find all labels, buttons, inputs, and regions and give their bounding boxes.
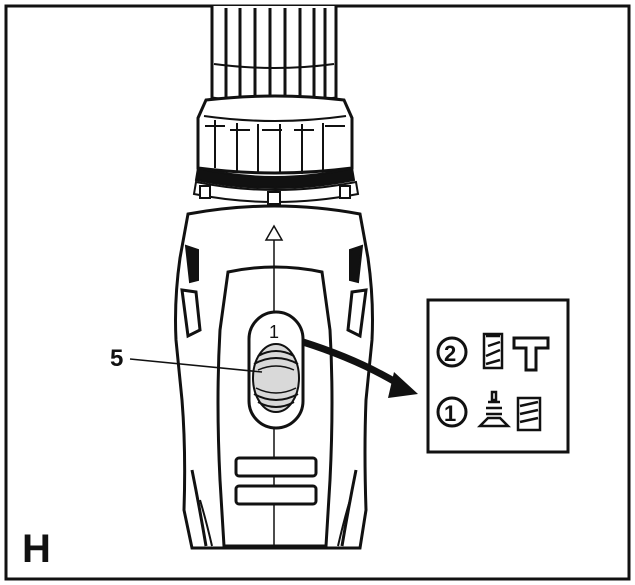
- callout-leader: [129, 358, 263, 373]
- hammer-icon: [512, 336, 550, 372]
- screw-icon: [476, 390, 512, 428]
- legend-number-circle: [436, 396, 468, 428]
- gear-selector: [247, 310, 305, 430]
- chuck: [210, 6, 338, 105]
- torque-collar: [194, 94, 356, 189]
- legend-number-top: 2: [444, 341, 456, 366]
- mode-legend: 2 1: [426, 298, 570, 454]
- pointer-arrow: [301, 338, 418, 398]
- switch-position-label: 1: [269, 322, 279, 342]
- legend-number-bottom: 1: [444, 401, 456, 426]
- callout-number: 5: [110, 345, 123, 372]
- drill-bit-icon: [482, 332, 504, 370]
- figure-label: H: [22, 527, 51, 571]
- vents: [234, 456, 318, 506]
- legend-number-circle: [436, 336, 468, 368]
- torque-markers: [192, 180, 360, 205]
- wall-plug-icon: [516, 396, 542, 432]
